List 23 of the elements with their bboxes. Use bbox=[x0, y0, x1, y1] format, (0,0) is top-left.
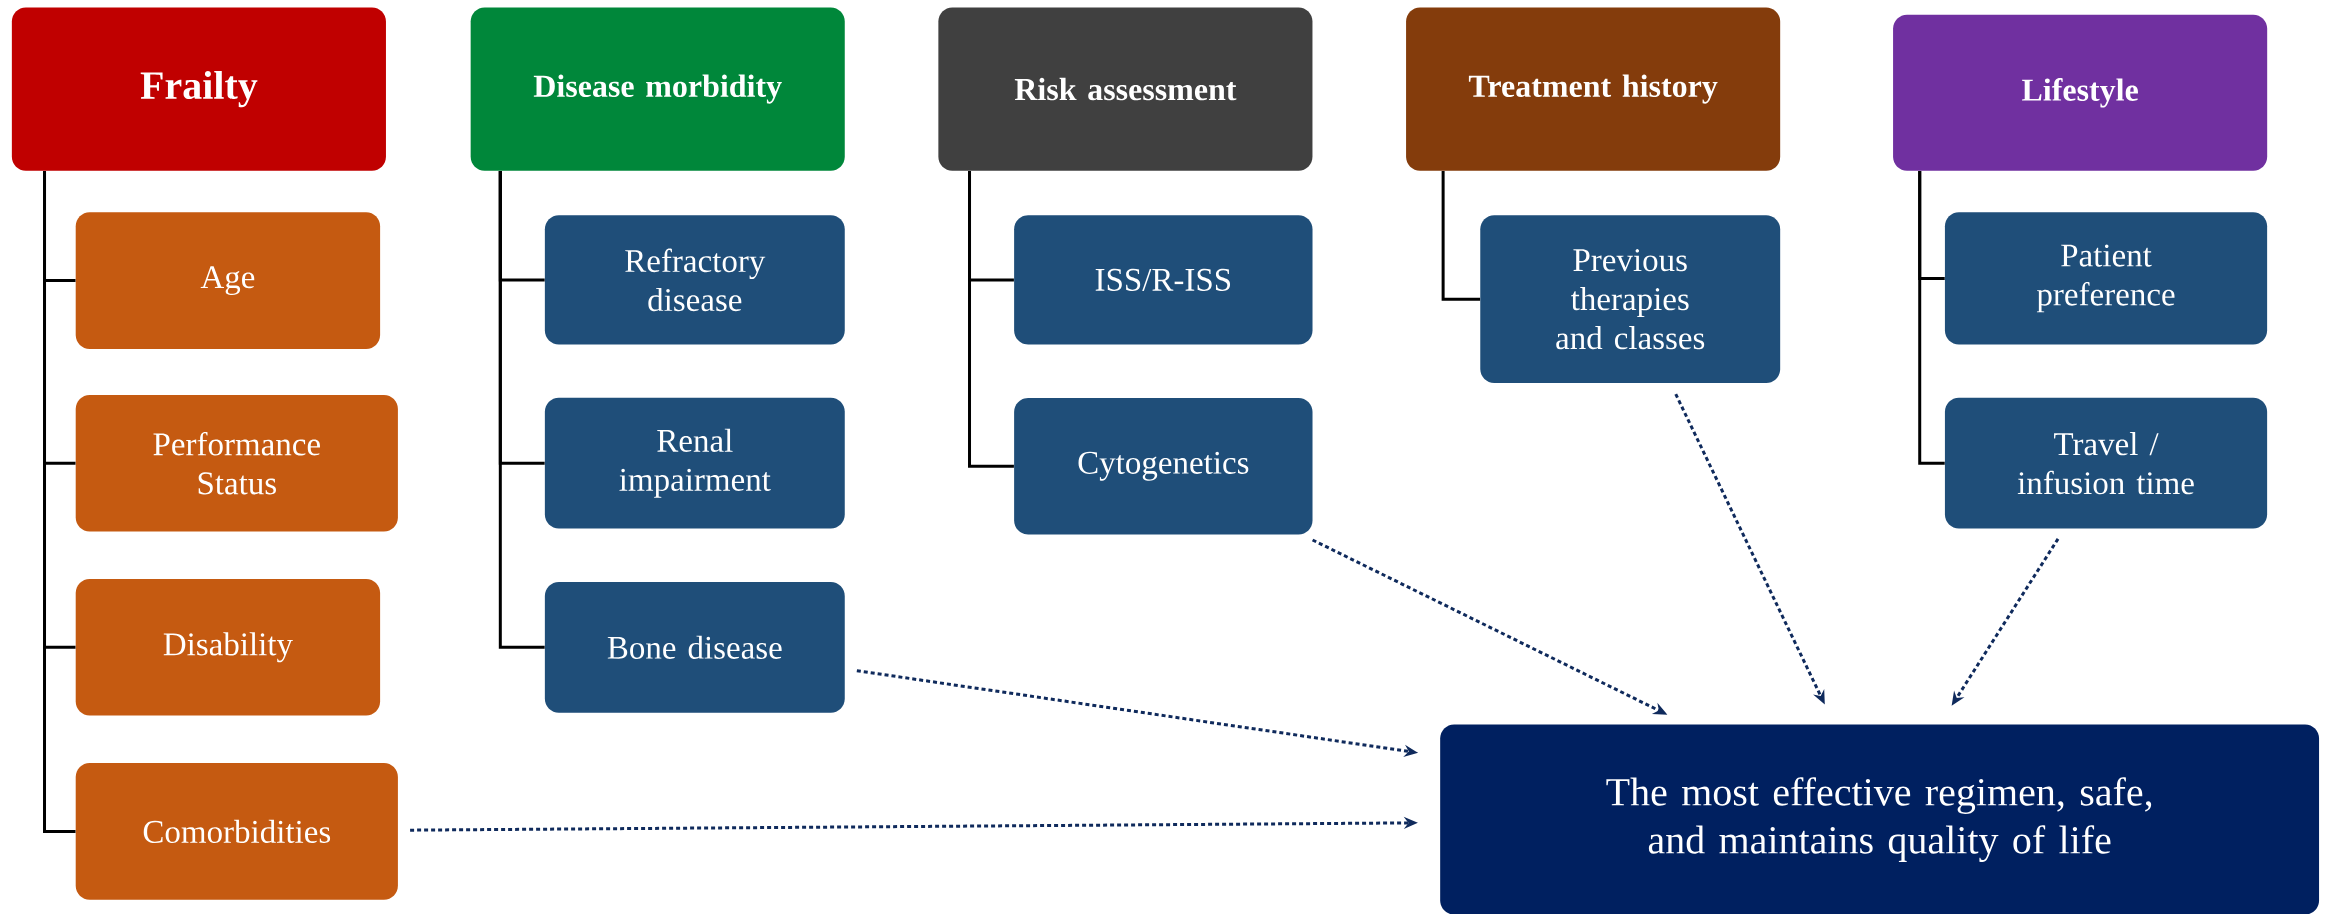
category-header: Frailty bbox=[11, 7, 386, 171]
connector-line bbox=[1441, 170, 1481, 301]
factor-box: Comorbidities bbox=[75, 763, 398, 900]
factor-box: Performance Status bbox=[75, 394, 398, 532]
factor-box: Travel / infusion time bbox=[1944, 397, 2268, 529]
connector-line bbox=[43, 170, 76, 833]
connector-line bbox=[498, 170, 545, 649]
category-header: Disease morbidity bbox=[470, 7, 845, 171]
connector-line bbox=[968, 170, 1014, 468]
factor-box: ISS/R-ISS bbox=[1014, 215, 1313, 345]
factor-box: Refractory disease bbox=[544, 215, 845, 345]
factor-box: Renal impairment bbox=[544, 397, 845, 529]
category-header: Risk assessment bbox=[938, 7, 1313, 171]
category-header: Lifestyle bbox=[1893, 14, 2268, 171]
factor-box: Previous therapies and classes bbox=[1480, 215, 1781, 384]
outcome-box: The most effective regimen, safe, and maintains quality of life bbox=[1440, 724, 2320, 914]
factor-box: Bone disease bbox=[544, 581, 845, 713]
factor-box: Cytogenetics bbox=[1014, 397, 1313, 535]
factor-box: Patient preference bbox=[1944, 212, 2268, 345]
factor-box: Disability bbox=[75, 579, 381, 716]
connector-line bbox=[1918, 170, 1945, 465]
factor-box: Age bbox=[75, 212, 381, 349]
category-header: Treatment history bbox=[1406, 7, 1781, 171]
